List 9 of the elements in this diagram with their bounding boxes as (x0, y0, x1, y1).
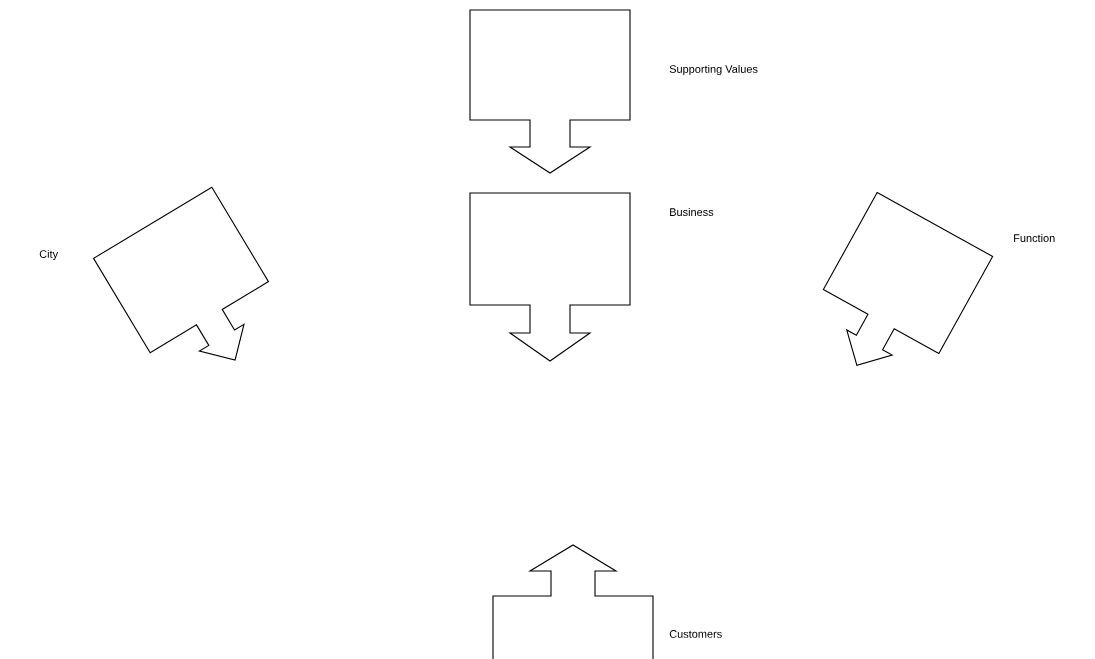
callout-label: Customers (669, 630, 722, 638)
arrow-callout (822, 191, 994, 366)
callout-label: City (39, 249, 59, 261)
arrow-callout (492, 544, 654, 659)
callout-label: Business (670, 207, 714, 216)
arrow-callout (469, 9, 631, 174)
callout-label: Function (1014, 233, 1055, 242)
arrow-callout (469, 192, 631, 362)
callout-label: Supporting Values (669, 64, 758, 76)
